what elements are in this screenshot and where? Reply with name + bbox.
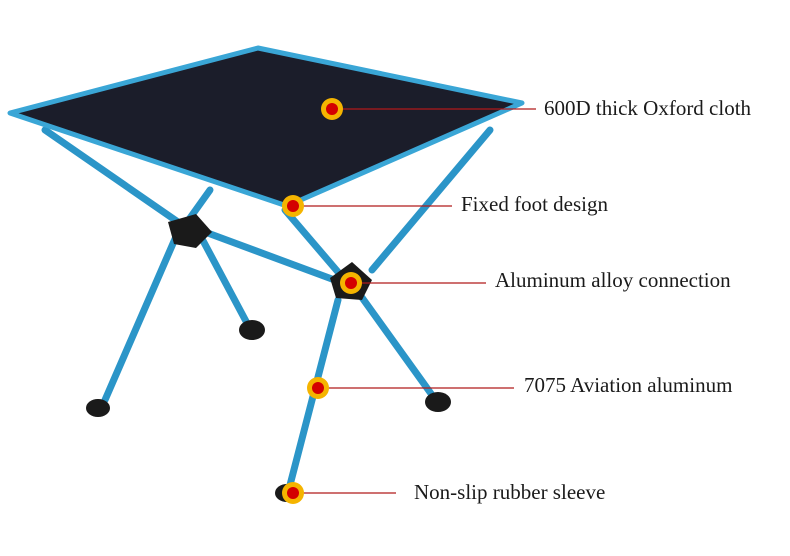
cross-brace	[201, 228, 344, 286]
callout-label-oxford-cloth: 600D thick Oxford cloth	[544, 96, 752, 120]
frame-bar	[41, 126, 182, 226]
tabletop	[7, 45, 525, 209]
marker-dot-icon	[340, 272, 362, 294]
marker-dot-icon	[282, 482, 304, 504]
leader-lines	[302, 108, 536, 494]
marker-dot-icon	[321, 98, 343, 120]
foot	[239, 320, 265, 340]
foot	[86, 399, 110, 417]
back-left-leg	[196, 231, 252, 329]
marker-dot-icon	[282, 195, 304, 217]
marker-dot-icon	[307, 377, 329, 399]
frame-bar	[281, 206, 342, 276]
joint-left	[168, 214, 212, 248]
callout-label-alloy-connection: Aluminum alloy connection	[495, 268, 731, 292]
frame-bar	[368, 126, 494, 274]
callout-label-fixed-foot: Fixed foot design	[461, 192, 608, 216]
foot	[425, 392, 451, 412]
front-left-leg	[101, 228, 182, 404]
markers	[282, 98, 362, 504]
callout-label-aviation-aluminum: 7075 Aviation aluminum	[524, 373, 733, 397]
callout-label-rubber-sleeve: Non-slip rubber sleeve	[414, 480, 606, 504]
back-right-leg	[354, 288, 436, 399]
